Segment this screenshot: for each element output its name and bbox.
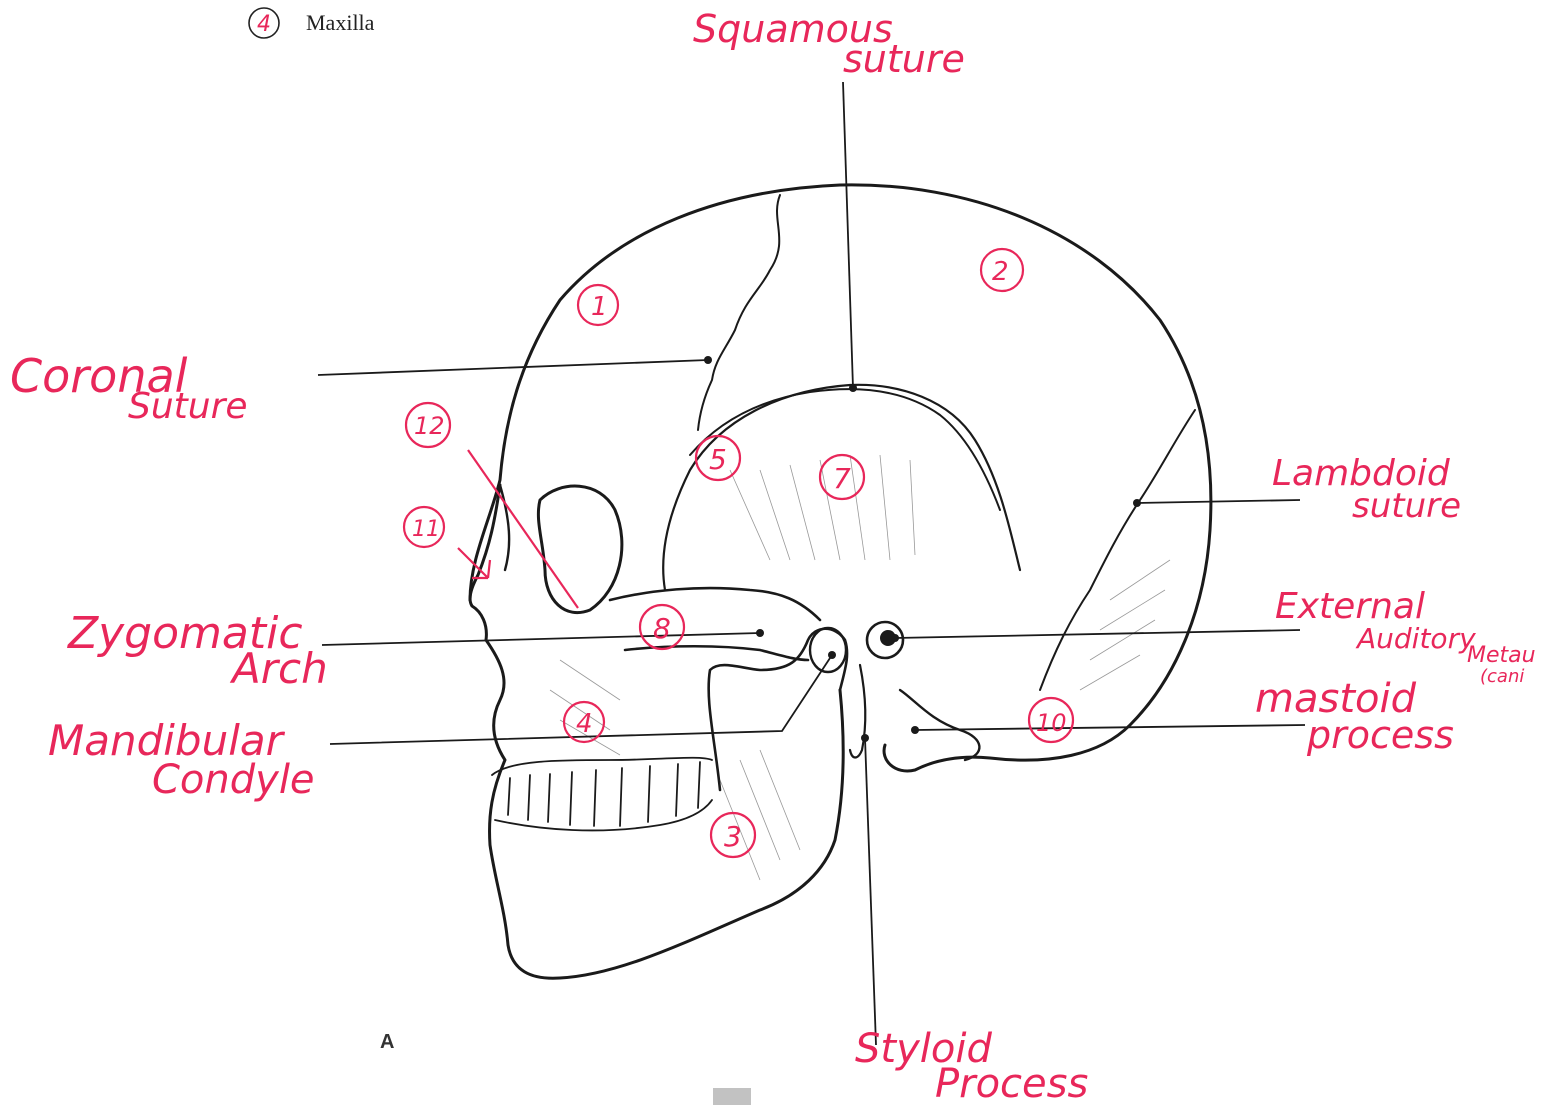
mastoid-label-2: process	[1306, 713, 1454, 757]
mastoid-outline	[900, 690, 979, 760]
zygomatic-leader-dot	[756, 629, 764, 637]
mastoid-leader	[915, 725, 1305, 730]
circle-num-3: 3	[711, 813, 755, 857]
legend-label: Maxilla	[306, 10, 375, 35]
circle-num-1: 1	[578, 285, 618, 325]
svg-text:5: 5	[709, 443, 727, 476]
svg-text:1: 1	[591, 292, 608, 322]
zygomatic-arch	[610, 588, 820, 660]
mandibular-leader-dot	[828, 651, 836, 659]
circle-num-10: 10	[1029, 698, 1073, 742]
svg-text:3: 3	[724, 820, 742, 853]
auditory-label-3: Metau	[1467, 643, 1536, 668]
lambdoid-leader-dot	[1133, 499, 1141, 507]
coronal-label-2: Suture	[128, 386, 248, 427]
svg-text:12: 12	[414, 412, 445, 440]
svg-text:11: 11	[412, 517, 440, 542]
condyle	[810, 628, 846, 672]
squamous-leader	[843, 82, 853, 388]
svg-text:2: 2	[992, 257, 1009, 287]
svg-text:7: 7	[833, 462, 851, 495]
lambdoid-suture-line	[1040, 410, 1195, 690]
styloid-leader	[865, 738, 876, 1045]
legend: 4 Maxilla	[249, 8, 375, 38]
coronal-leader	[318, 360, 708, 375]
panel-label: A	[380, 1031, 394, 1053]
coronal-leader-dot	[704, 356, 712, 364]
circle-num-5: 5	[696, 436, 740, 480]
zygomatic-label-2: Arch	[229, 644, 328, 693]
teeth	[492, 758, 712, 831]
auditory-leader	[895, 630, 1300, 638]
styloid-label-2: Process	[935, 1061, 1088, 1105]
circled-numbers: 1 2 3 4 5 7 8 10	[404, 249, 1073, 857]
mandibular-label-2: Condyle	[152, 757, 315, 803]
skull-drawing	[470, 185, 1211, 978]
coronal-suture-line	[698, 195, 780, 430]
auditory-leader-dot	[891, 634, 899, 642]
mandible-ramus	[709, 629, 847, 790]
circle-num-8: 8	[640, 605, 684, 649]
mastoid-leader-dot	[911, 726, 919, 734]
face-profile	[470, 485, 843, 978]
lambdoid-label-2: suture	[1352, 486, 1461, 526]
labels: Squamous suture Coronal Suture Lambdoid …	[10, 7, 1536, 1105]
styloid-leader-dot	[861, 734, 869, 742]
auditory-label-4: (cani	[1480, 666, 1524, 687]
circle-num-2: 2	[981, 249, 1023, 291]
auditory-label-2: Auditory	[1355, 622, 1476, 655]
circle-num-7: 7	[820, 455, 864, 499]
styloid	[850, 665, 865, 758]
legend-number: 4	[257, 12, 271, 37]
circle-num-11: 11	[404, 507, 444, 547]
circle-num-12: 12	[406, 403, 450, 447]
svg-text:4: 4	[576, 709, 593, 739]
svg-text:8: 8	[653, 612, 671, 645]
svg-text:10: 10	[1036, 709, 1067, 737]
leader-lines	[318, 82, 1305, 1045]
zygomatic-leader	[322, 633, 760, 645]
squamous-leader-dot	[849, 384, 857, 392]
squamous-label-2: suture	[843, 37, 965, 81]
orbit	[538, 486, 622, 613]
page-mark	[713, 1088, 751, 1105]
auditory-label-1: External	[1275, 586, 1425, 627]
lambdoid-leader	[1137, 500, 1300, 503]
